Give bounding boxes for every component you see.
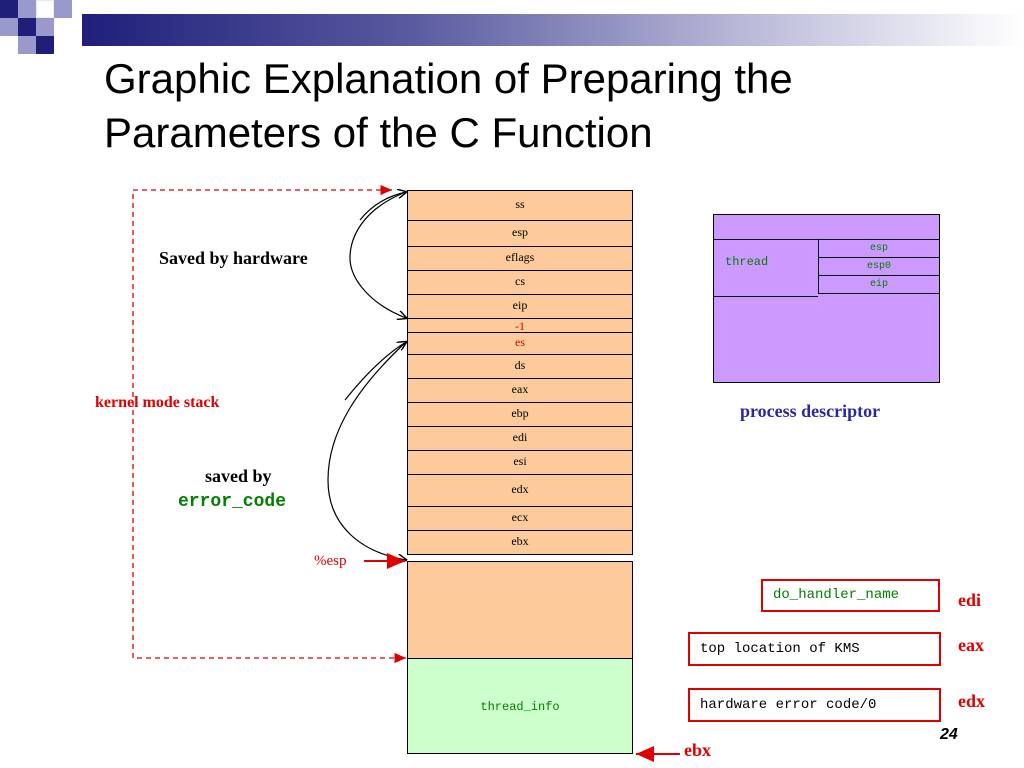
stack-cell-label: ds bbox=[514, 358, 526, 372]
stack-cell-label: ebx bbox=[511, 534, 529, 548]
corner-square-3 bbox=[36, 0, 54, 18]
stack-cell-label: edx bbox=[511, 482, 529, 496]
process-descriptor-caption: process descriptor bbox=[740, 401, 881, 421]
corner-square-5 bbox=[0, 18, 18, 36]
stack-free-space bbox=[407, 561, 633, 659]
corner-square-4 bbox=[54, 0, 72, 18]
thread-field-label: thread bbox=[725, 255, 769, 269]
register-name-edi: edi bbox=[958, 590, 982, 610]
register-value-eax: top location of KMS bbox=[688, 632, 941, 666]
corner-square-8 bbox=[18, 36, 36, 54]
stack-cell-label: cs bbox=[515, 274, 525, 288]
saved-by-error-code-curve bbox=[327, 341, 406, 560]
stack-cell-esp: esp bbox=[407, 220, 633, 247]
title-line-2: Parameters of the C Function bbox=[104, 109, 653, 156]
stack-cell-ss: ss bbox=[407, 190, 633, 221]
corner-square-1 bbox=[0, 0, 18, 18]
stack-cell-label: eflags bbox=[505, 250, 535, 264]
stack-cell-label: ecx bbox=[511, 510, 529, 524]
stack-cell-eax: eax bbox=[407, 378, 633, 403]
stack-cell-edi: edi bbox=[407, 426, 633, 451]
saved-by-label: saved by bbox=[205, 466, 272, 486]
stack-cell-ebx: ebx bbox=[407, 530, 633, 555]
corner-square-2 bbox=[18, 0, 36, 18]
title-line-1: Graphic Explanation of Preparing the bbox=[104, 55, 793, 102]
corner-square-7 bbox=[36, 18, 54, 36]
thread-info-label: thread_info bbox=[480, 700, 560, 714]
error-code-label: error_code bbox=[178, 492, 287, 512]
register-name-edx: edx bbox=[958, 691, 985, 711]
saved-by-hardware-curve bbox=[349, 191, 406, 318]
saved-by-hardware-curve-top bbox=[359, 192, 406, 221]
stack-cell-label: eip bbox=[512, 298, 528, 312]
stack-cell-label: eax bbox=[511, 382, 529, 396]
stack-cell-label: es bbox=[515, 335, 525, 349]
stack-cell-label: ebp bbox=[511, 406, 529, 420]
kernel-stack-bracket bbox=[132, 189, 405, 659]
saved-by-hardware-label: Saved by hardware bbox=[159, 248, 308, 268]
register-value-edx: hardware error code/0 bbox=[688, 688, 941, 722]
kernel-mode-stack-label: kernel mode stack bbox=[95, 394, 220, 411]
register-name-eax: eax bbox=[958, 635, 984, 655]
thread-info-block: thread_info bbox=[407, 658, 633, 754]
stack-cell-label: esi bbox=[513, 454, 527, 468]
stack-cell-ebp: ebp bbox=[407, 402, 633, 427]
ebx-pointer-label: ebx bbox=[684, 740, 711, 760]
esp-pointer-label: %esp bbox=[314, 553, 347, 569]
register-value-edi: do_handler_name bbox=[761, 579, 940, 612]
title-gradient-bar bbox=[82, 14, 1024, 46]
slide-title: Graphic Explanation of Preparing the Par… bbox=[104, 52, 1004, 160]
thread-field: thread bbox=[714, 239, 818, 297]
stack-cell-label: esp bbox=[512, 225, 528, 239]
stack-cell-label: -1 bbox=[515, 319, 525, 333]
process-descriptor-box: thread esp esp0 eip bbox=[713, 214, 940, 383]
corner-square-6 bbox=[18, 18, 36, 36]
pd-field-eip: eip bbox=[818, 275, 939, 294]
corner-square-9 bbox=[36, 36, 54, 54]
stack-cell-label: edi bbox=[512, 430, 528, 444]
saved-by-error-code-curve-top bbox=[344, 342, 406, 401]
stack-cell-label: ss bbox=[515, 197, 525, 211]
stack-cell-esi: esi bbox=[407, 450, 633, 475]
stack-cell-eflags: eflags bbox=[407, 246, 633, 271]
page-number: 24 bbox=[940, 726, 958, 743]
